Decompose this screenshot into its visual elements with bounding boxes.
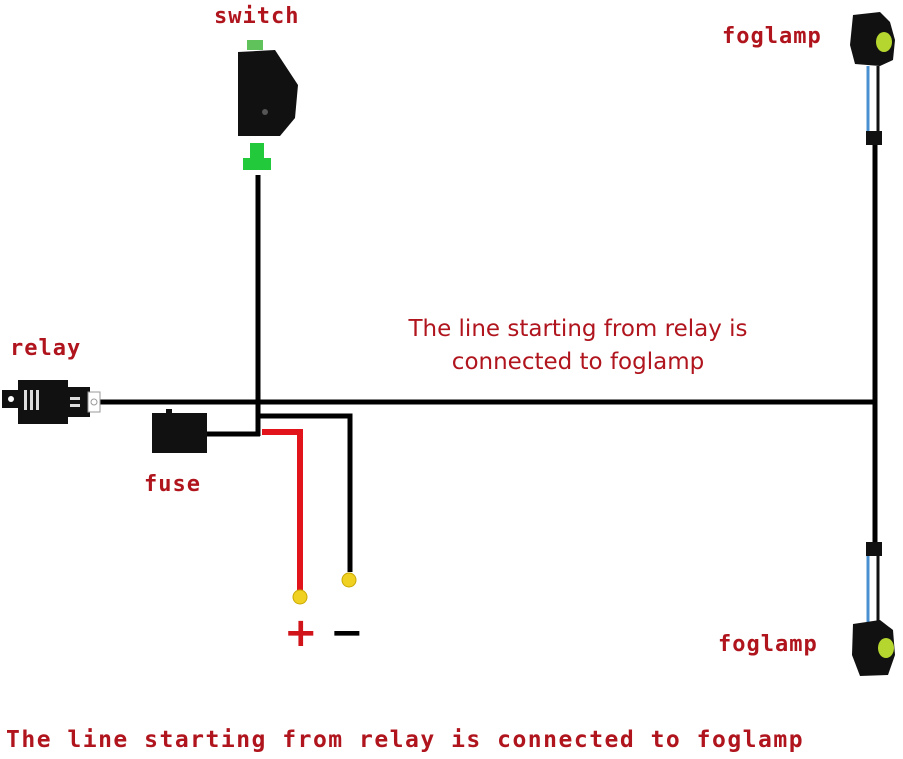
connection-note: The line starting from relay is connecte…: [368, 313, 788, 379]
positive-sign: +: [284, 610, 318, 656]
switch-icon: [238, 40, 298, 170]
positive-terminal: [292, 589, 308, 605]
foglamp-top-icon: [850, 12, 895, 145]
bottom-caption: The line starting from relay is connecte…: [6, 727, 805, 753]
connection-note-line-1: The line starting from relay is: [408, 316, 748, 342]
fuse-icon: [152, 409, 207, 453]
negative-wire: [260, 413, 353, 572]
connection-note-line-2: connected to foglamp: [451, 349, 705, 375]
foglamp-bottom-icon: [852, 542, 895, 676]
foglamp-bottom-label: foglamp: [718, 632, 818, 657]
negative-terminal: [341, 572, 357, 588]
relay-label: relay: [10, 336, 82, 361]
foglamp-top-label: foglamp: [722, 24, 822, 49]
positive-wire: [262, 429, 303, 590]
relay-icon: [2, 380, 101, 424]
switch-label: switch: [214, 4, 300, 29]
fuse-label: fuse: [144, 472, 201, 497]
negative-sign: −: [330, 610, 364, 656]
